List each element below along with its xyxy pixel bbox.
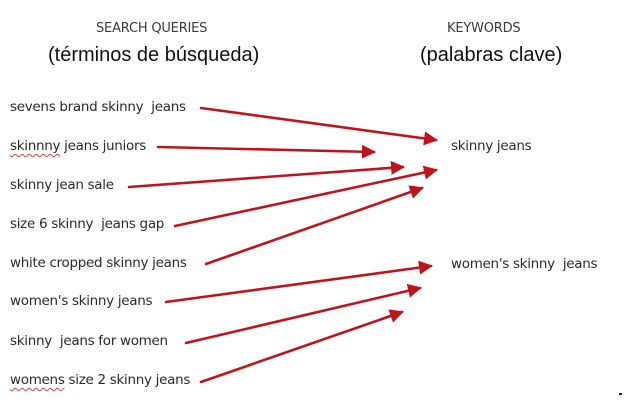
- query-item: women's skinny jeans: [10, 293, 153, 309]
- query-item: skinny jean sale: [10, 177, 114, 193]
- arrow-icon: [156, 144, 376, 159]
- arrow-icon: [204, 185, 424, 266]
- query-text: jeans juniors: [60, 138, 146, 154]
- misspelled-word: skinnny: [10, 138, 61, 154]
- keyword-item: skinny jeans: [451, 138, 532, 154]
- keywords-subtitle: (palabras clave): [420, 44, 563, 66]
- query-item: white cropped skinny jeans: [10, 255, 187, 271]
- arrow-icon: [127, 160, 405, 189]
- arrow-icon: [199, 309, 404, 384]
- keywords-heading: KEYWORDS: [447, 21, 521, 36]
- query-item: womens size 2 skinny jeans: [10, 372, 190, 388]
- arrow-icon: [164, 260, 433, 304]
- arrow-icon: [199, 106, 438, 146]
- arrow-icon: [184, 283, 422, 345]
- search-queries-heading: SEARCH QUERIES: [96, 21, 208, 36]
- query-item: skinnny jeans juniors: [10, 138, 146, 154]
- query-item: skinny jeans for women: [10, 333, 168, 349]
- query-item: sevens brand skinny jeans: [10, 99, 186, 115]
- query-item: size 6 skinny jeans gap: [10, 216, 165, 232]
- search-queries-subtitle: (términos de búsqueda): [48, 44, 260, 66]
- query-text: size 2 skinny jeans: [64, 372, 191, 388]
- keyword-item: women's skinny jeans: [451, 256, 598, 272]
- arrow-icon: [173, 165, 438, 228]
- misspelled-word: womens: [10, 372, 65, 388]
- stray-mark: [619, 393, 622, 395]
